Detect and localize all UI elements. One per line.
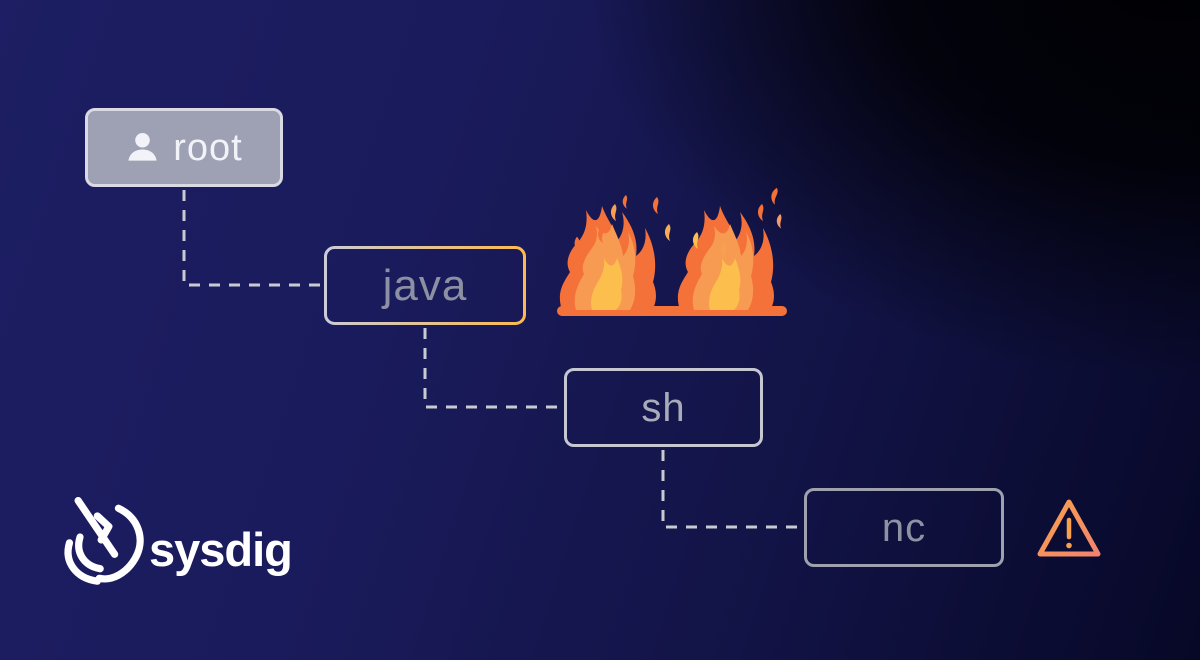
edge-sh-nc	[661, 450, 802, 529]
sysdig-wordmark: sysdig	[149, 523, 293, 576]
sysdig-dig-shovel-icon	[64, 496, 144, 585]
node-label-java: java	[382, 260, 468, 310]
process-node-root: root	[85, 108, 283, 187]
process-node-java: java	[324, 246, 526, 325]
user-icon	[128, 132, 157, 161]
node-label-nc: nc	[881, 505, 927, 550]
process-node-nc: nc	[804, 488, 1004, 567]
node-label-root: root	[173, 126, 243, 169]
node-label-sh: sh	[641, 385, 686, 430]
edge-java-sh	[423, 328, 562, 409]
process-node-sh: sh	[564, 368, 763, 447]
warning-icon	[1037, 499, 1101, 557]
edge-root-java	[182, 190, 322, 287]
sysdig-logo: sysdig	[57, 494, 293, 606]
fire-illustration	[557, 187, 787, 316]
